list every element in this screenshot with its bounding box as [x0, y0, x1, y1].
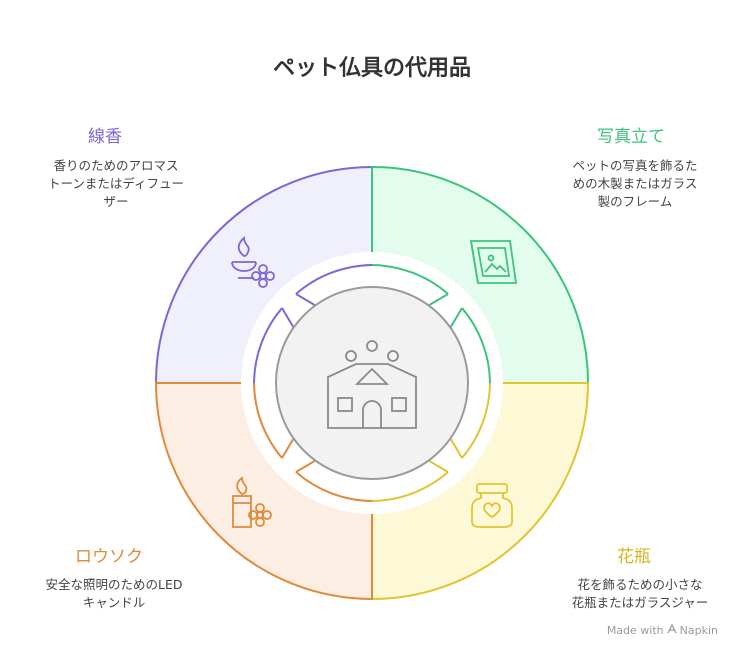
label-senko: 線香 — [88, 127, 122, 147]
label-photo: 写真立て — [597, 127, 665, 147]
branding-prefix: Made with — [606, 624, 664, 637]
page-title: ペット仏具の代用品 — [272, 56, 471, 81]
description-senko: 香りのためのアロマス トーンまたはディフュー ザー — [47, 158, 184, 209]
description-kabin: 花を飾るための小さな 花瓶またはガラスジャー — [571, 577, 709, 610]
house-shrine-icon — [327, 340, 417, 429]
description-rousoku: 安全な照明のためのLED キャンドル — [45, 577, 183, 610]
jar-heart-icon — [471, 483, 513, 528]
branding[interactable]: Made with Napkin — [606, 623, 718, 637]
description-photo: ペットの写真を飾るた めの木製またはガラス 製のフレーム — [572, 158, 698, 209]
label-rousoku: ロウソク — [75, 547, 143, 567]
picture-frame-icon — [469, 240, 518, 284]
napkin-logo-icon — [667, 623, 677, 637]
center-circle[interactable] — [275, 286, 469, 480]
branding-name: Napkin — [679, 624, 718, 637]
candle-flower-icon — [232, 476, 272, 528]
label-kabin: 花瓶 — [617, 547, 651, 567]
candle-flower-icon — [231, 236, 275, 288]
